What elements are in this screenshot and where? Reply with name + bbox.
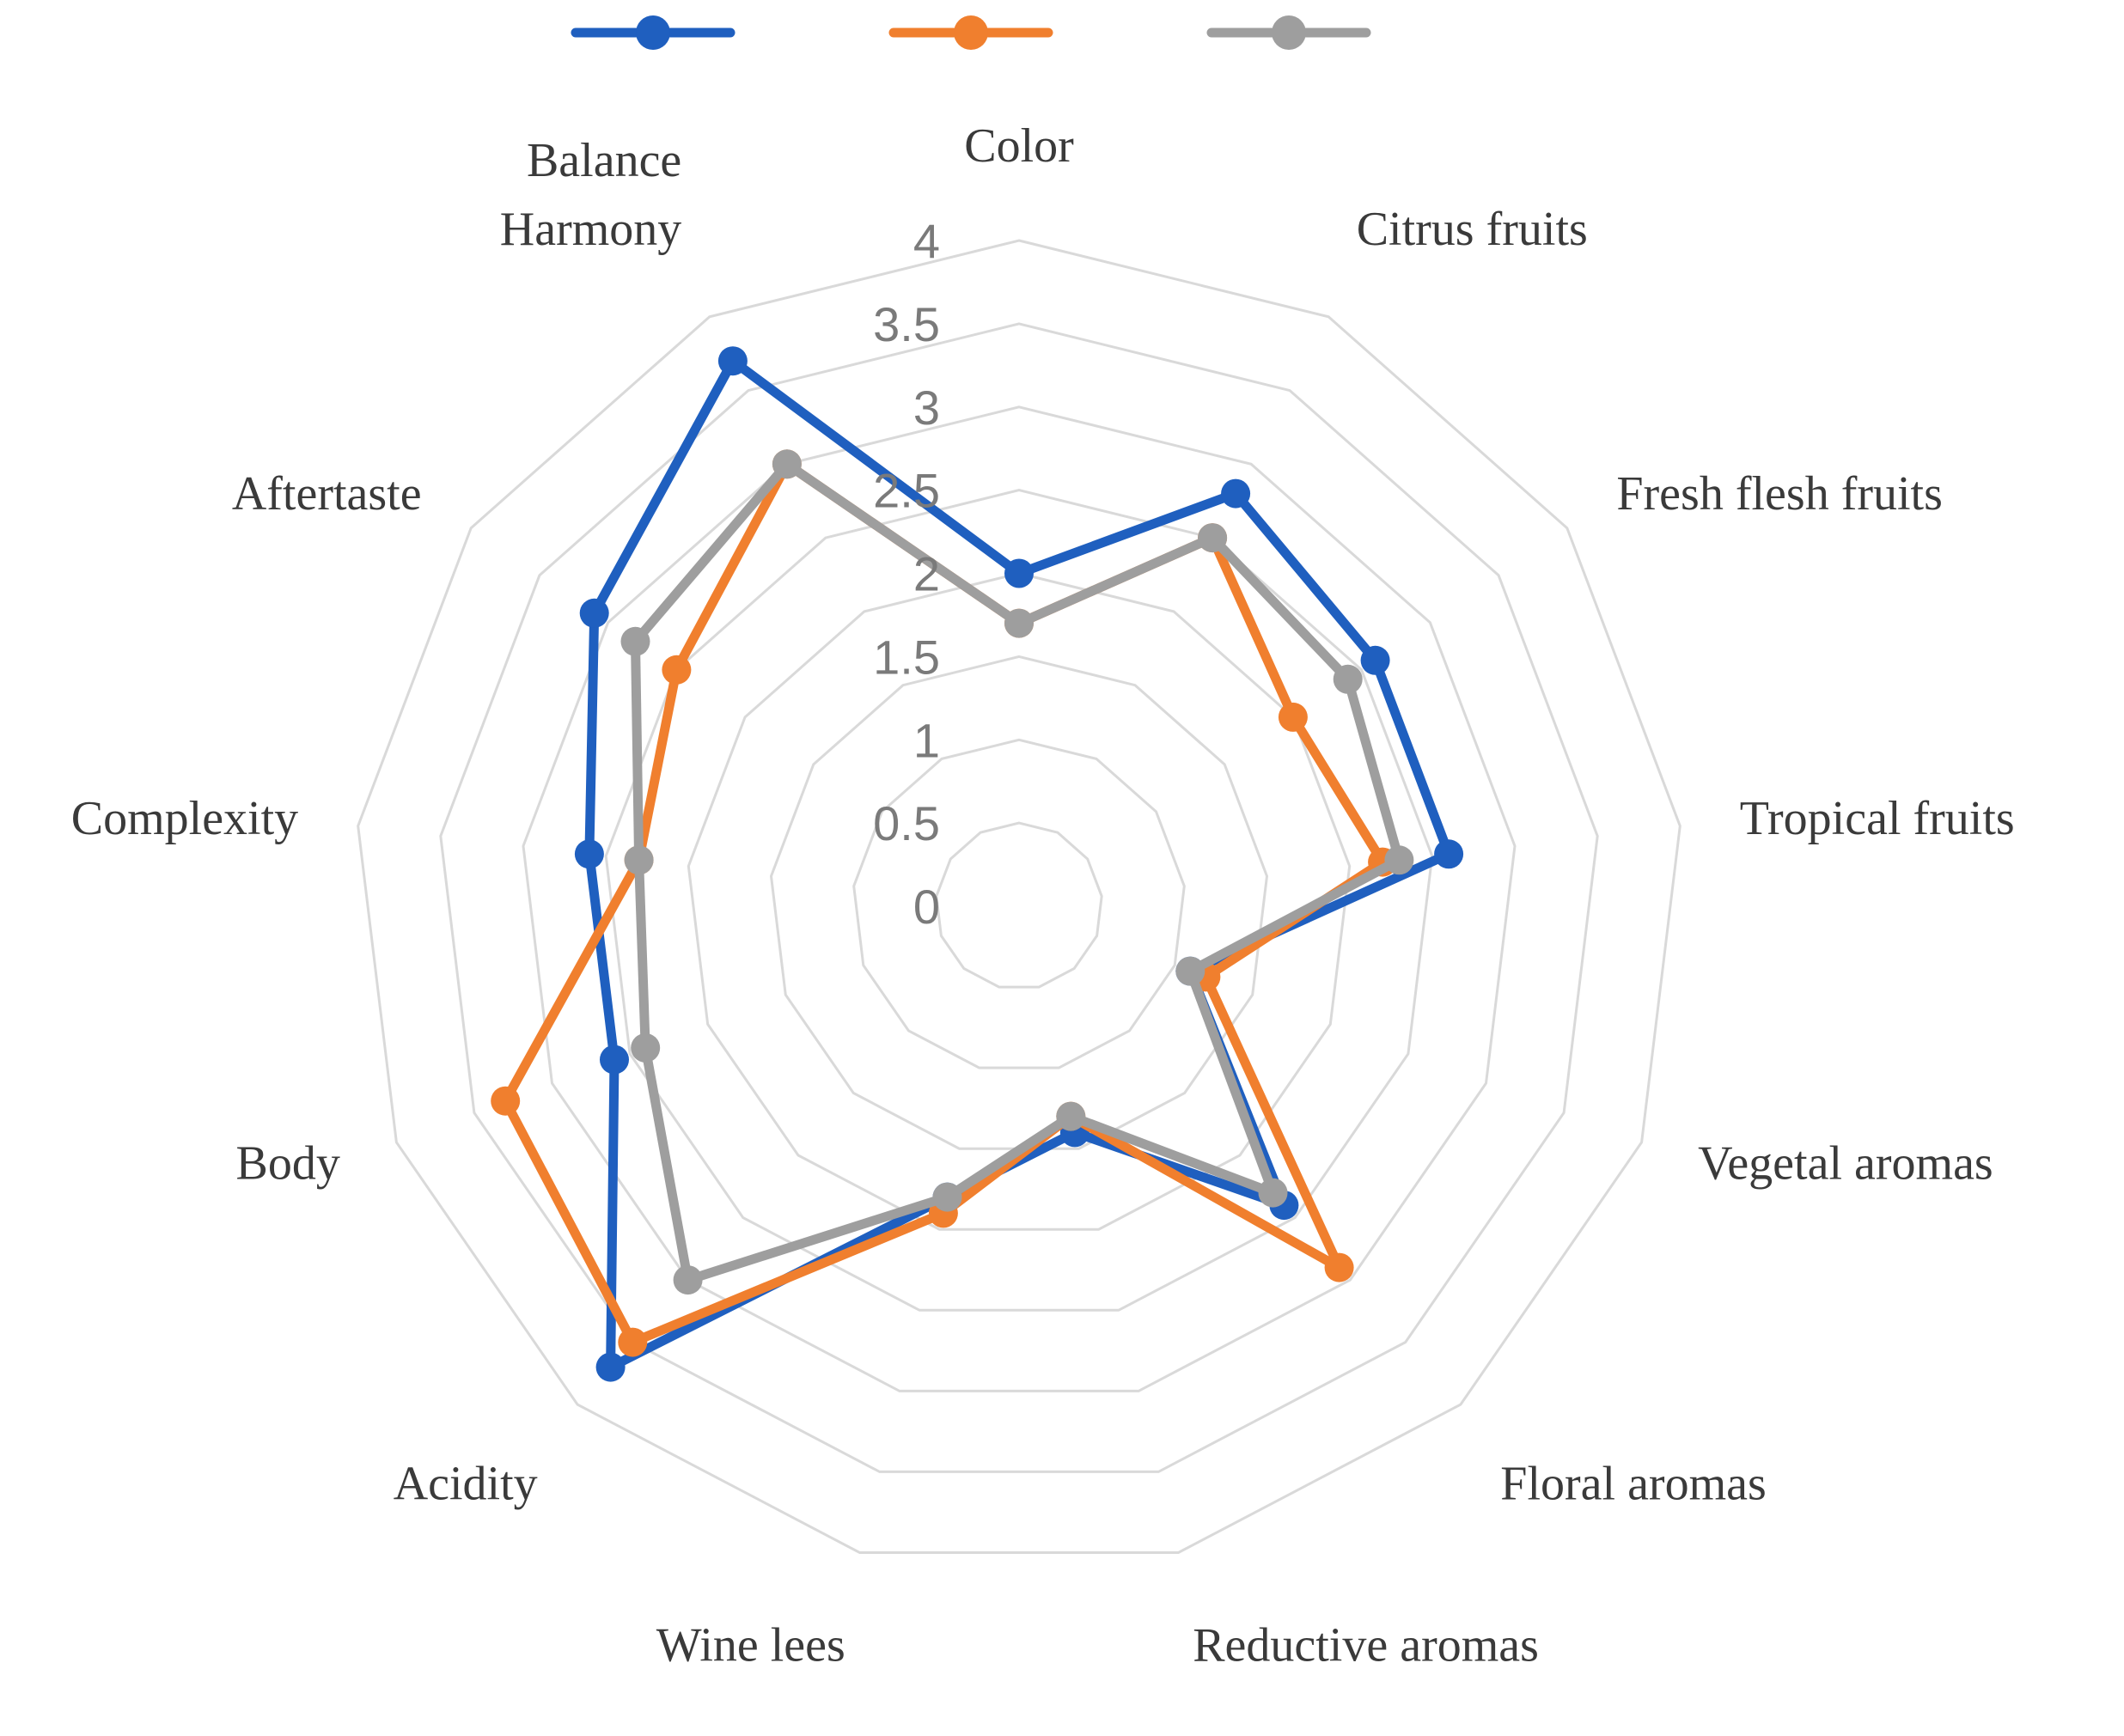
category-label-line: Complexity	[71, 792, 298, 845]
series-3-point-2	[1198, 523, 1228, 553]
category-label-line: Reductive aromas	[1193, 1618, 1539, 1672]
grid-ring-7	[439, 322, 1599, 1473]
category-label: Reductive aromas	[1193, 1618, 1539, 1672]
series-3-point-6	[1258, 1178, 1288, 1208]
tick-label: 2.5	[873, 464, 940, 518]
series-1-point-4	[1434, 839, 1464, 869]
category-label-line: Aftertaste	[232, 467, 422, 521]
series-3	[620, 449, 1414, 1295]
category-label: Body	[236, 1137, 340, 1191]
grid-ring-3	[769, 655, 1269, 1150]
category-label: Acidity	[394, 1458, 538, 1511]
series-3-point-10	[631, 1032, 661, 1063]
legend-item-2	[888, 15, 1053, 50]
category-label-line: Color	[964, 119, 1074, 173]
series-2-point-10	[491, 1086, 521, 1116]
grid-ring-1	[935, 821, 1103, 989]
series-1	[574, 346, 1464, 1382]
series-3-point-8	[932, 1182, 962, 1212]
series-1-point-11	[574, 839, 604, 869]
category-label: Citrus fruits	[1357, 203, 1588, 256]
radar-series-layer	[491, 346, 1464, 1382]
series-2-line	[500, 459, 1388, 1348]
legend-swatch-marker	[636, 15, 670, 50]
category-label-line: Wine lees	[656, 1618, 845, 1672]
legend	[571, 15, 1371, 50]
series-3-point-7	[1056, 1101, 1086, 1131]
series-2-point-9	[618, 1327, 648, 1357]
legend-swatch-marker	[954, 15, 988, 50]
category-label: Floral aromas	[1500, 1458, 1766, 1511]
legend-item-3	[1206, 15, 1371, 50]
series-1-point-9	[595, 1352, 626, 1382]
category-label-line: Balance	[527, 134, 681, 187]
series-3-point-12	[620, 626, 650, 656]
category-label-line: Body	[236, 1137, 340, 1191]
tick-label: 4	[913, 214, 940, 268]
category-label-line: Harmony	[500, 203, 682, 256]
series-3-point-4	[1384, 845, 1414, 875]
series-1-point-10	[600, 1045, 629, 1075]
series-3-point-11	[624, 845, 654, 875]
category-label-line: Citrus fruits	[1357, 203, 1588, 256]
radar-grid	[357, 239, 1682, 1554]
series-1-point-13	[717, 346, 748, 376]
grid-ring-8	[357, 239, 1682, 1554]
category-label: Complexity	[71, 792, 298, 845]
category-label-line: Vegetal aromas	[1698, 1137, 1993, 1191]
series-3-point-1	[1004, 608, 1034, 638]
grid-ring-4	[687, 571, 1352, 1231]
grid-ring-5	[604, 489, 1434, 1312]
category-label: Vegetal aromas	[1698, 1137, 1993, 1191]
series-2-point-3	[1278, 702, 1308, 732]
tick-label: 3.5	[873, 297, 940, 351]
tick-label: 1.5	[873, 630, 940, 684]
series-3-point-9	[673, 1265, 703, 1295]
tick-label: 0.5	[873, 796, 940, 850]
category-label: Aftertaste	[232, 467, 422, 521]
category-label-line: Fresh flesh fruits	[1616, 467, 1943, 521]
series-3-point-13	[772, 449, 802, 479]
series-1-point-3	[1360, 645, 1390, 675]
series-1-point-2	[1221, 478, 1251, 509]
series-2-point-6	[1324, 1252, 1354, 1282]
series-3-point-5	[1175, 956, 1205, 986]
category-label: Fresh flesh fruits	[1616, 467, 1943, 521]
grid-ring-6	[522, 405, 1517, 1392]
tick-label: 3	[913, 381, 940, 435]
series-1-point-1	[1004, 558, 1034, 588]
category-label: Wine lees	[656, 1618, 845, 1672]
category-label-line: Tropical fruits	[1740, 792, 2015, 845]
series-2-point-12	[662, 655, 692, 685]
tick-label: 2	[913, 547, 940, 601]
tick-label: 1	[913, 713, 940, 767]
tick-label: 0	[913, 880, 940, 934]
series-3-line	[631, 459, 1404, 1285]
legend-swatch-marker	[1272, 15, 1306, 50]
grid-ring-2	[852, 738, 1186, 1069]
category-label-line: Acidity	[394, 1458, 538, 1511]
radial-tick-labels: 0 0.5 1 1.5 2 2.5 3 3.5 4	[873, 214, 940, 934]
category-label: Tropical fruits	[1740, 792, 2015, 845]
series-3-point-3	[1333, 664, 1363, 694]
category-label-line: Floral aromas	[1500, 1458, 1766, 1511]
legend-item-1	[571, 15, 735, 50]
category-label: Color	[964, 119, 1074, 173]
series-1-point-12	[579, 598, 609, 628]
